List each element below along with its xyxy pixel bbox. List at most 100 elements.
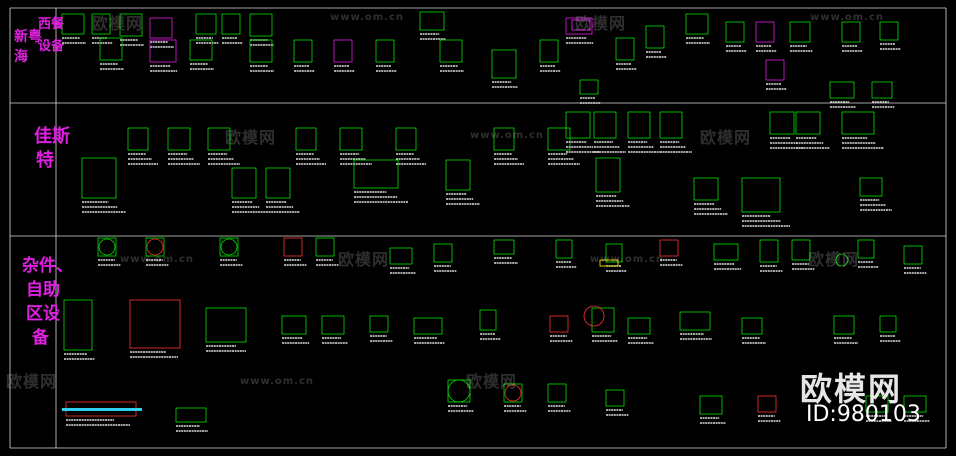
equipment-layer (61, 11, 930, 432)
equipment-box-r1-22 (99, 37, 123, 61)
equipment-box-r3-19 (281, 315, 307, 335)
equipment-box-r1-17 (725, 21, 745, 43)
equipment-box-r2-12 (547, 127, 571, 151)
equipment-box-r3-16 (63, 299, 93, 351)
equipment-box-r3-40 (903, 395, 927, 413)
equipment-box-r1-2 (119, 13, 143, 37)
equipment-box-r2-11 (493, 127, 515, 151)
watermark-id: ID:980103 (806, 402, 921, 427)
equipment-box-r3-2 (219, 237, 239, 257)
equipment-box-r1-13 (565, 17, 593, 35)
equipment-box-r3-22 (413, 317, 443, 335)
equipment-box-r1-12 (539, 39, 559, 63)
watermark-url-1: www.om.cn (330, 12, 405, 23)
equipment-box-r2-4 (231, 167, 257, 199)
equipment-box-r1-28 (765, 59, 785, 81)
equipment-box-r2-6 (295, 127, 317, 151)
round-equipment-4 (447, 379, 471, 403)
watermark-url-4: www.om.cn (120, 254, 195, 265)
watermark-brand-7: 欧模网 (6, 372, 58, 391)
equipment-box-r2-14 (593, 111, 617, 139)
equipment-box-r2-16 (659, 111, 683, 139)
equipment-box-r3-23 (479, 309, 497, 331)
equipment-box-r2-23 (859, 177, 883, 197)
equipment-box-r3-13 (791, 239, 811, 261)
equipment-box-r1-26 (439, 39, 463, 63)
equipment-box-r2-9 (395, 127, 417, 151)
equipment-box-r1-18 (755, 21, 775, 43)
watermark-brand-5: 欧模网 (338, 250, 390, 269)
equipment-box-r3-11 (713, 243, 739, 261)
equipment-box-r2-2 (167, 127, 191, 151)
equipment-box-r2-7 (339, 127, 363, 151)
equipment-box-r3-5 (389, 247, 413, 265)
round-equipment-3 (583, 305, 605, 327)
equipment-box-r3-35 (547, 383, 567, 403)
equipment-box-r2-21 (795, 111, 821, 135)
watermark-brand-4: 欧模网 (700, 128, 752, 147)
equipment-box-r3-28 (741, 317, 763, 335)
equipment-box-r3-20 (321, 315, 345, 335)
round-equipment-6 (835, 253, 849, 267)
round-equipment-0 (98, 238, 116, 256)
watermark-url-3: www.om.cn (470, 130, 545, 141)
equipment-box-r3-8 (555, 239, 573, 259)
equipment-box-r3-29 (833, 315, 855, 335)
equipment-box-r2-8 (353, 159, 399, 189)
equipment-box-r2-5 (265, 167, 291, 199)
equipment-box-r1-9 (375, 39, 395, 63)
equipment-box-r1-15 (645, 25, 665, 49)
section-label-xinyue-a: 新粤 (14, 29, 42, 45)
watermark-brand-6: 欧模网 (808, 250, 860, 269)
equipment-box-r2-1 (127, 127, 149, 151)
equipment-box-r3-25 (591, 307, 615, 333)
equipment-box-r1-16 (685, 13, 709, 35)
equipment-box-r1-19 (789, 21, 811, 43)
watermark-brand-1: 欧模网 (92, 14, 144, 33)
equipment-box-r3-32 (175, 407, 207, 423)
equipment-box-r3-6 (433, 243, 453, 263)
equipment-box-r3-39 (865, 395, 889, 413)
accent-bar-cyan (62, 408, 142, 411)
section-label-xinyue-d: 设备 (38, 39, 65, 54)
equipment-box-r2-20 (769, 111, 795, 135)
section-label-jiasite-b: 特 (36, 150, 54, 171)
watermark-url-2: www.om.cn (810, 12, 885, 23)
equipment-box-r3-4 (315, 237, 335, 257)
equipment-box-r3-14 (857, 239, 875, 259)
equipment-box-r3-21 (369, 315, 389, 333)
equipment-box-r3-9 (605, 243, 623, 263)
equipment-box-r3-15 (903, 245, 923, 265)
section-label-xinyue-c: 西餐 (38, 17, 65, 32)
equipment-box-r1-11 (491, 49, 517, 79)
round-equipment-5 (504, 384, 522, 402)
accent-box-magenta (571, 19, 591, 31)
equipment-box-r3-30 (879, 315, 897, 333)
equipment-box-r1-29 (829, 81, 855, 99)
watermark-url-5: www.om.cn (590, 254, 665, 265)
section-label-xinyue-b: 海 (14, 49, 28, 65)
section-label-zajian-d: 备 (32, 328, 49, 348)
equipment-box-r2-22 (841, 111, 875, 135)
equipment-box-r2-17 (595, 157, 621, 193)
equipment-box-r2-10 (445, 159, 471, 191)
equipment-box-r3-7 (493, 239, 515, 255)
equipment-box-r1-10 (419, 11, 445, 31)
equipment-box-r1-21 (879, 21, 899, 41)
equipment-box-r1-5 (221, 13, 241, 35)
equipment-box-r3-27 (679, 311, 711, 331)
watermark-logo: 欧模网 (800, 370, 903, 408)
equipment-box-r2-18 (693, 177, 719, 201)
equipment-box-r1-24 (189, 39, 213, 61)
equipment-box-r1-1 (91, 13, 111, 35)
round-equipment-2 (220, 238, 238, 256)
equipment-box-r3-24 (549, 315, 569, 333)
equipment-box-r3-37 (699, 395, 723, 415)
equipment-box-r1-14 (615, 37, 635, 61)
equipment-box-r3-36 (605, 389, 625, 407)
equipment-box-r1-7 (293, 39, 313, 63)
equipment-box-r3-17 (129, 299, 181, 349)
equipment-box-r1-8 (333, 39, 353, 63)
accent-box-yellow (599, 259, 619, 267)
